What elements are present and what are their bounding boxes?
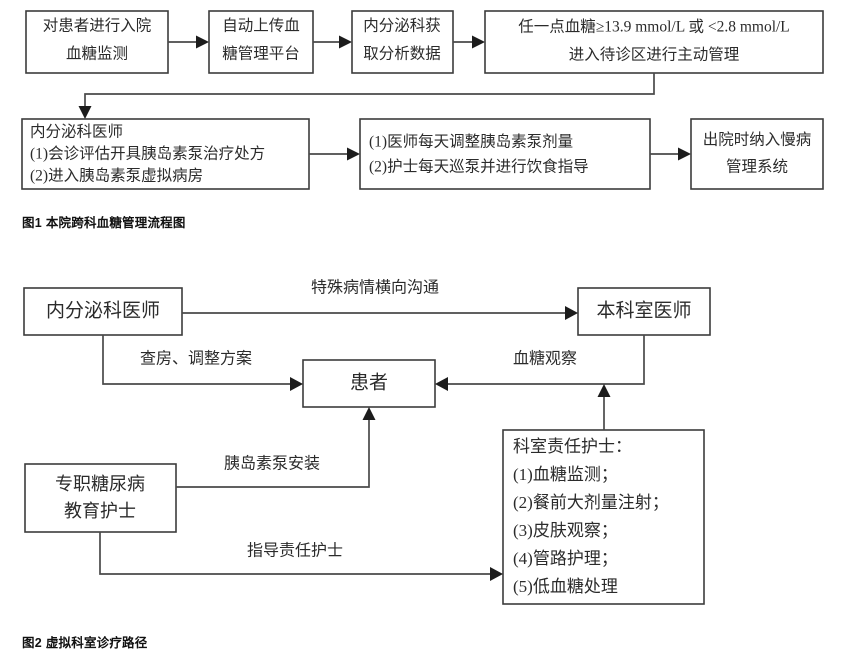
- node-line: 本科室医师: [596, 299, 691, 321]
- node-line: 管理系统: [726, 158, 788, 176]
- figure-2-caption-number: 图2: [22, 636, 42, 650]
- node-line: 科室责任护士：: [513, 437, 632, 456]
- node-line: 血糖监测: [66, 45, 128, 63]
- edge-label-ward-round-plan-adjustment: 查房、调整方案: [140, 350, 252, 368]
- node-line: 取分析数据: [363, 45, 441, 63]
- node-line: 内分泌科医师: [30, 123, 123, 141]
- node-line: (1)血糖监测；: [513, 465, 618, 484]
- figure-1-caption-number: 图1: [22, 216, 42, 230]
- node-line: 自动上传血: [222, 17, 300, 35]
- arrow-educator-nurse-to-patient: 胰岛素泵安装: [176, 407, 376, 488]
- node-line: (4)管路护理；: [513, 549, 618, 568]
- edge-label-special-case-communication: 特殊病情横向沟通: [311, 279, 439, 297]
- arrow-node4-node5: [78, 73, 655, 119]
- arrow-endocrinologist-to-department-doctor: 特殊病情横向沟通: [182, 279, 578, 320]
- node-line: 内分泌科获: [363, 17, 441, 35]
- flow-node-endocrine-data-analysis[interactable]: 内分泌科获 取分析数据: [351, 10, 454, 74]
- flow-node-auto-upload-platform[interactable]: 自动上传血 糖管理平台: [208, 10, 314, 74]
- arrow-node3-node4: [453, 35, 485, 49]
- flow-node-discharge-chronic-system[interactable]: 出院时纳入慢病 管理系统: [690, 118, 824, 190]
- node-line: 出院时纳入慢病: [703, 130, 812, 149]
- flow-node-daily-pump-management[interactable]: (1)医师每天调整胰岛素泵剂量 (2)护士每天巡泵并进行饮食指导: [359, 118, 651, 190]
- arrow-node5-node6: [309, 147, 360, 161]
- path-node-department-doctor[interactable]: 本科室医师: [577, 287, 711, 336]
- arrow-department-doctor-to-patient: 血糖观察: [435, 335, 645, 391]
- edge-label-insulin-pump-installation: 胰岛素泵安装: [224, 455, 320, 473]
- node-line: (2)进入胰岛素泵虚拟病房: [30, 167, 203, 185]
- node-line: 专职糖尿病: [55, 474, 145, 494]
- node-line: 患者: [350, 371, 388, 393]
- node-line: 任一点血糖≥13.9 mmol/L 或 <2.8 mmol/L: [518, 18, 790, 36]
- edge-label-guide-primary-nurse: 指导责任护士: [247, 542, 343, 560]
- figure-2-diagram: 内分泌科医师 本科室医师 特殊病情横向沟通 患者 查房、调整方案 血: [23, 279, 711, 605]
- flow-node-admission-monitoring[interactable]: 对患者进行入院 血糖监测: [25, 10, 169, 74]
- node-line: 教育护士: [64, 501, 136, 521]
- flow-node-glucose-threshold-triage[interactable]: 任一点血糖≥13.9 mmol/L 或 <2.8 mmol/L 进入待诊区进行主…: [484, 10, 824, 74]
- arrow-endocrinologist-to-patient: 查房、调整方案: [102, 335, 303, 391]
- edge-label-glucose-observation: 血糖观察: [513, 350, 577, 368]
- node-line: 内分泌科医师: [46, 299, 160, 321]
- flow-node-endocrinologist-orders[interactable]: 内分泌科医师 (1)会诊评估开具胰岛素泵治疗处方 (2)进入胰岛素泵虚拟病房: [21, 118, 310, 190]
- path-node-endocrinologist[interactable]: 内分泌科医师: [23, 287, 183, 336]
- node-line: (1)医师每天调整胰岛素泵剂量: [369, 133, 573, 151]
- figure-1-caption-text: 本院跨科血糖管理流程图: [45, 216, 186, 230]
- node-line: (5)低血糖处理: [513, 577, 618, 596]
- figure-1-diagram: 对患者进行入院 血糖监测 自动上传血 糖管理平台 内分泌科获 取分析数据: [21, 10, 824, 190]
- node-line: (3)皮肤观察；: [513, 521, 618, 540]
- arrow-primary-nurse-to-department-doctor: [597, 384, 611, 430]
- arrow-node1-node2: [168, 35, 209, 49]
- arrow-node6-node7: [650, 147, 691, 161]
- node-line: 进入待诊区进行主动管理: [569, 46, 740, 64]
- arrow-educator-nurse-to-primary-nurse: 指导责任护士: [99, 532, 503, 581]
- node-line: (2)护士每天巡泵并进行饮食指导: [369, 158, 589, 176]
- node-line: (1)会诊评估开具胰岛素泵治疗处方: [30, 145, 265, 163]
- path-node-diabetes-educator-nurse[interactable]: 专职糖尿病 教育护士: [24, 463, 177, 533]
- path-node-primary-nurse-duties[interactable]: 科室责任护士： (1)血糖监测； (2)餐前大剂量注射； (3)皮肤观察； (4…: [502, 429, 705, 605]
- path-node-patient[interactable]: 患者: [302, 359, 436, 408]
- node-line: 对患者进行入院: [43, 16, 152, 35]
- node-line: 糖管理平台: [222, 45, 300, 63]
- figure-2-caption-text: 虚拟科室诊疗路径: [45, 636, 148, 650]
- node-line: (2)餐前大剂量注射；: [513, 493, 669, 512]
- arrow-node2-node3: [313, 35, 352, 49]
